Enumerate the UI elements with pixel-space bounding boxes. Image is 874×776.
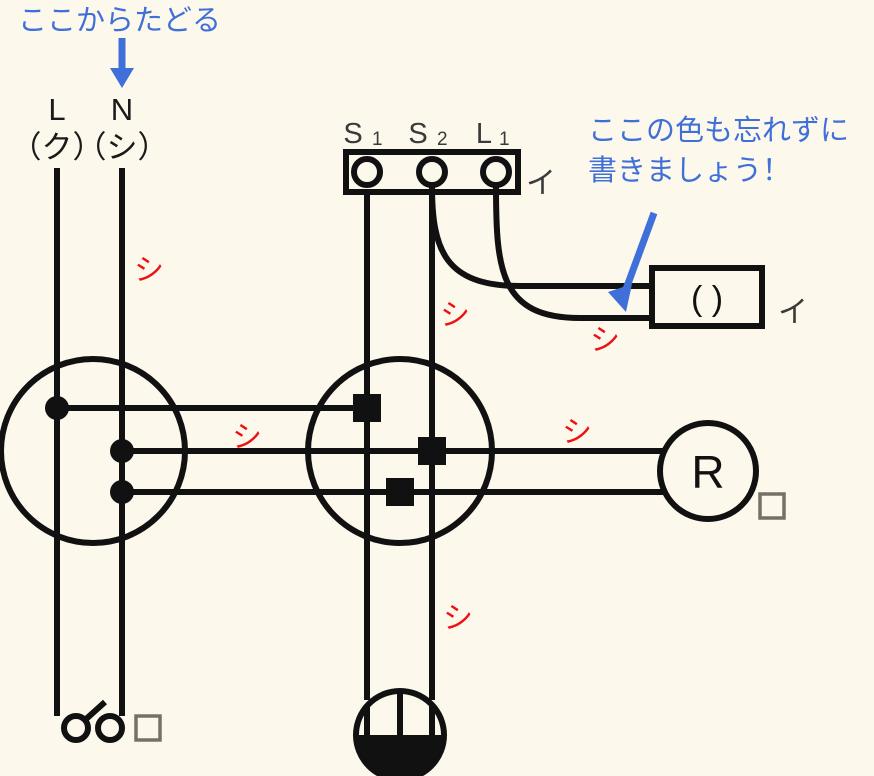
terminal-s2-label: S 2 (408, 118, 447, 150)
terminal-l1-label: L 1 (476, 118, 510, 150)
connection-dot-live (45, 396, 69, 420)
connection-dot-neutral-low (110, 480, 134, 504)
terminal-block-circuit-mark: イ (526, 167, 556, 200)
terminal-l1-port[interactable] (480, 156, 512, 188)
switch-box-arrow-icon (608, 211, 658, 312)
live-label: L (48, 92, 65, 127)
pilot-lamp-square-mark (758, 492, 786, 520)
pilot-lamp-letter: R (691, 446, 724, 498)
middle-junction-box (305, 356, 495, 546)
terminal-s1-label: S 1 (343, 118, 382, 150)
receptacle-symbol (54, 699, 125, 743)
terminal-s1-subscript: 1 (372, 129, 383, 150)
live-color-code: （ク） (11, 130, 104, 165)
wire-label-ceiling-drop: シ (443, 602, 473, 635)
wire-label-terminal-drop: シ (440, 299, 470, 332)
connection-square-middle (418, 437, 446, 465)
wire-label-neutral-drop: シ (134, 254, 164, 287)
terminal-s2-letter: S (408, 118, 427, 150)
terminal-l1-letter: L (476, 118, 492, 150)
switch-box-wire-lower (493, 185, 652, 321)
terminal-s2-subscript: 2 (437, 129, 448, 150)
hint-top-right-line1: ここの色も忘れずに (588, 114, 849, 147)
receptacle-square-mark (134, 714, 162, 742)
neutral-color-code: （シ） (76, 130, 169, 165)
hint-top-right-line2: 書きましょう！ (588, 154, 791, 187)
hint-top-left: ここからたどる (18, 5, 221, 37)
switch-box[interactable] (649, 265, 765, 329)
connection-square-top (353, 394, 381, 422)
switch-box-circuit-mark: イ (778, 296, 808, 329)
neutral-label: N (111, 92, 133, 127)
terminal-s1-letter: S (343, 118, 362, 150)
ceiling-lamp-symbol (353, 688, 447, 776)
terminal-s1-port[interactable] (351, 156, 383, 188)
top-left-arrow-icon (110, 38, 134, 88)
terminal-l1-subscript: 1 (499, 129, 510, 150)
connection-dot-neutral-mid (110, 439, 134, 463)
pilot-lamp (657, 420, 759, 522)
terminal-s2-port[interactable] (416, 156, 448, 188)
wire-label-switch-box-feed: シ (590, 324, 620, 357)
switch-box-label: ( ) (691, 280, 723, 318)
connection-square-bottom (386, 478, 414, 506)
wire-label-left-junction-run: シ (232, 421, 262, 454)
wire-label-lamp-run: シ (562, 416, 592, 449)
